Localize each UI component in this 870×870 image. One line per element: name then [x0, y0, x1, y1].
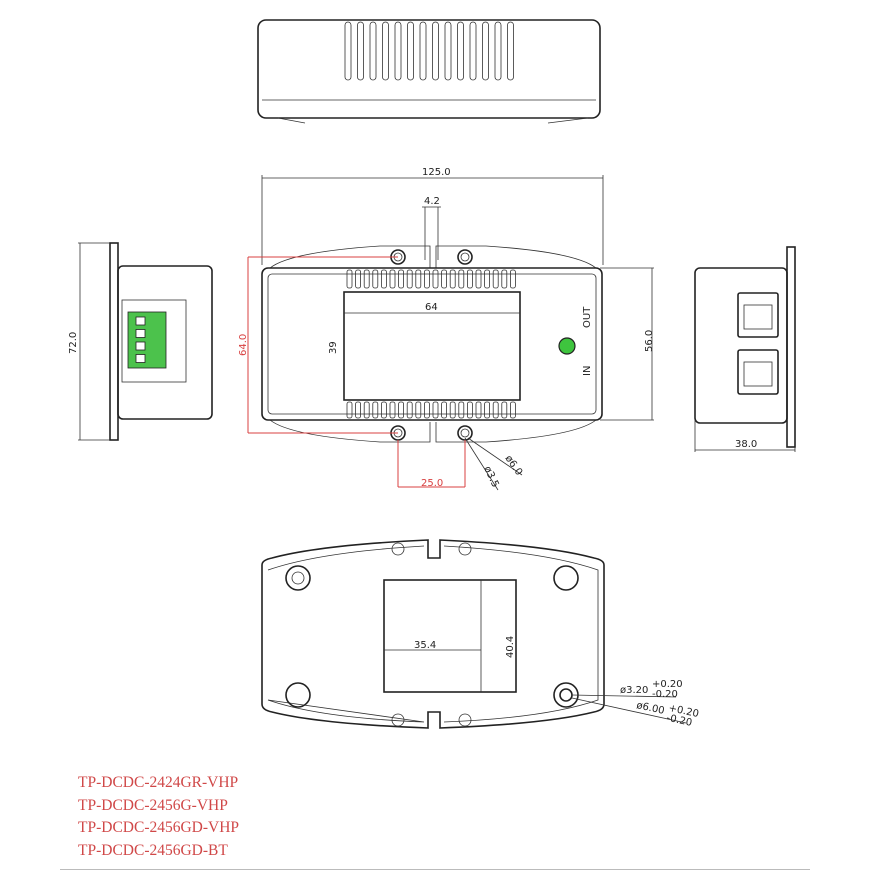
- vent-slot: [501, 269, 508, 289]
- vent-slot: [449, 401, 456, 419]
- vent-slot: [423, 269, 430, 289]
- vent-slot: [355, 401, 362, 419]
- vent-slot: [357, 21, 364, 81]
- dim-side-depth: 72.0: [68, 332, 79, 354]
- vent-slot: [389, 269, 396, 289]
- dim-bottom-label-height: 40.4: [505, 636, 516, 658]
- vent-slot: [380, 401, 387, 419]
- vent-slot: [475, 401, 482, 419]
- mount-hole-icon: [457, 425, 473, 441]
- vent-slot: [389, 401, 396, 419]
- vent-slot: [382, 21, 389, 81]
- vent-slot: [415, 269, 422, 289]
- vent-slot: [444, 21, 452, 81]
- dim-width-overall: 125.0: [422, 167, 451, 178]
- vent-slot: [432, 401, 439, 419]
- dim-side-width: 38.0: [735, 439, 757, 450]
- vent-slot: [423, 401, 430, 419]
- terminal-pin: [135, 329, 146, 338]
- vent-slot: [369, 21, 377, 81]
- model-name: TP-DCDC-2456GD-BT: [78, 841, 228, 859]
- tolerance-minus: -0.20: [652, 689, 678, 700]
- dim-window-height: 39: [328, 341, 339, 354]
- vent-slot: [458, 401, 465, 419]
- rj45-port-icon: [737, 292, 779, 338]
- dim-hole-spacing: 25.0: [421, 478, 443, 489]
- vent-slot: [415, 401, 422, 419]
- vent-slot: [441, 269, 448, 289]
- vent-slot: [509, 401, 516, 419]
- vent-slot: [363, 269, 370, 289]
- vent-slot: [394, 21, 402, 81]
- mount-hole-icon: [460, 428, 470, 438]
- vent-slot: [449, 269, 456, 289]
- vent-slot: [432, 21, 439, 81]
- vent-slot: [406, 269, 413, 289]
- vent-slot: [355, 269, 362, 289]
- left-side-view: 72.0: [68, 242, 213, 441]
- dim-hole-inner: ø3.5: [481, 465, 500, 490]
- vent-slot: [372, 269, 379, 289]
- dim-foot-inner: ø3.20: [620, 685, 648, 696]
- right-side-view: 38.0: [694, 246, 796, 452]
- vent-slot: [419, 21, 427, 81]
- vent-slot: [507, 21, 514, 81]
- vent-slot: [407, 21, 414, 81]
- vent-slot: [458, 269, 465, 289]
- vent-slot: [484, 269, 491, 289]
- terminal-pin: [135, 341, 146, 351]
- dim-window-width: 64: [425, 302, 438, 313]
- vent-slot: [475, 269, 482, 289]
- rj45-port-icon: [737, 349, 779, 395]
- mount-hole-icon: [457, 249, 473, 265]
- vent-slot: [346, 269, 353, 289]
- terminal-pin: [135, 354, 146, 363]
- vent-slot: [501, 401, 508, 419]
- dim-foot-outer: ø6.00: [635, 700, 665, 717]
- vent-slot: [484, 401, 491, 419]
- vent-slot: [398, 401, 405, 419]
- model-name: TP-DCDC-2424GR-VHP: [78, 774, 239, 791]
- vent-slot: [466, 401, 473, 419]
- model-list: TP-DCDC-2424GR-VHP TP-DCDC-2456G-VHP TP-…: [78, 772, 239, 862]
- vent-slot: [398, 269, 405, 289]
- vent-slot: [494, 21, 502, 81]
- label-in: IN: [582, 366, 593, 376]
- dim-slot: 4.2: [424, 196, 440, 207]
- label-out: OUT: [582, 306, 593, 328]
- tolerance-minus: -0.20: [665, 713, 693, 729]
- vent-slot: [432, 269, 439, 289]
- vent-slot: [492, 269, 499, 289]
- terminal-block-icon: [127, 311, 167, 369]
- bottom-view: 35.4 40.4 ø3.20 +0.20 -0.20 ø6.00 +0.20 …: [261, 539, 700, 729]
- mount-hole-icon: [460, 252, 470, 262]
- vent-slot: [406, 401, 413, 419]
- model-name: TP-DCDC-2456GD-VHP: [78, 819, 240, 836]
- vent-slot: [380, 269, 387, 289]
- tolerance-plus: +0.20: [652, 679, 683, 690]
- vent-slot: [492, 401, 499, 419]
- front-view: 125.0 4.2 64 39 OUT IN 56.0 64.0 25.0 ø6…: [238, 167, 655, 491]
- vent-slot: [509, 269, 516, 289]
- vent-slot: [441, 401, 448, 419]
- terminal-pin: [135, 316, 146, 326]
- model-name: TP-DCDC-2456G-VHP: [78, 796, 228, 814]
- top-view: [257, 19, 601, 124]
- led-indicator-icon: [558, 337, 576, 355]
- vent-slot: [466, 269, 473, 289]
- dim-bottom-label-width: 35.4: [414, 640, 436, 651]
- vent-slot: [457, 21, 464, 81]
- dim-mount-height: 64.0: [238, 334, 249, 356]
- vent-slot: [346, 401, 353, 419]
- vent-slot: [482, 21, 489, 81]
- vent-slot: [469, 21, 477, 81]
- vent-slot: [372, 401, 379, 419]
- vent-slot: [344, 21, 352, 81]
- vent-slot: [363, 401, 370, 419]
- dim-body-height: 56.0: [644, 330, 655, 352]
